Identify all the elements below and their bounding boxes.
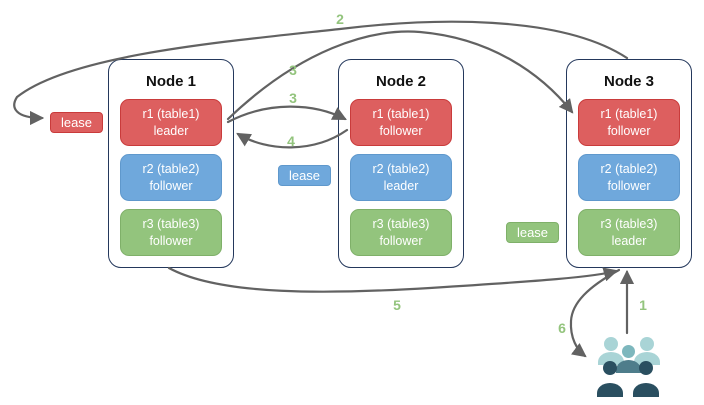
replica-label: r2 (table2) — [142, 162, 200, 177]
node-2-title: Node 2 — [375, 73, 426, 90]
replica-role: leader — [383, 178, 419, 193]
replica-role: follower — [149, 178, 193, 193]
replica-role: leader — [611, 233, 647, 248]
node-1: Node 1 r1 (table1) leader r2 (table2) fo… — [108, 59, 234, 268]
replica-role: leader — [153, 123, 189, 138]
node-3-title: Node 3 — [603, 73, 654, 90]
step-label-4: 4 — [287, 133, 295, 149]
lease-badge-red: lease — [50, 112, 103, 133]
replica-label: r2 (table2) — [372, 162, 430, 177]
node-3-replica-r2: r2 (table2) follower — [578, 154, 680, 201]
step-label-6: 6 — [558, 320, 566, 336]
node-3-replica-r3: r3 (table3) leader — [578, 209, 680, 256]
node-1-title: Node 1 — [145, 73, 196, 90]
users-group-icon — [597, 337, 660, 397]
node-2-replica-r3: r3 (table3) follower — [350, 209, 452, 256]
node-3-replica-r1: r1 (table1) follower — [578, 99, 680, 146]
lease-badge-blue: lease — [278, 165, 331, 186]
node-1-replica-r2: r2 (table2) follower — [120, 154, 222, 201]
replica-label: r1 (table1) — [600, 107, 658, 122]
replica-label: r3 (table3) — [600, 217, 658, 232]
replica-role: follower — [607, 123, 651, 138]
replica-role: follower — [607, 178, 651, 193]
step-label-3a: 3 — [289, 62, 297, 78]
step-label-5: 5 — [393, 297, 401, 313]
node-1-replica-r3: r3 (table3) follower — [120, 209, 222, 256]
replica-label: r2 (table2) — [600, 162, 658, 177]
node-2: Node 2 r1 (table1) follower r2 (table2) … — [338, 59, 464, 268]
lease-badge-green: lease — [506, 222, 559, 243]
replica-role: follower — [379, 233, 423, 248]
replica-role: follower — [379, 123, 423, 138]
replica-label: r1 (table1) — [142, 107, 200, 122]
node-3: Node 3 r1 (table1) follower r2 (table2) … — [566, 59, 692, 268]
arrow-step-2-node3-to-lease — [13, 20, 629, 126]
arrow-step-3-node1-to-node2 — [226, 105, 347, 124]
node-2-replica-r2: r2 (table2) leader — [350, 154, 452, 201]
step-label-3b: 3 — [289, 90, 297, 106]
step-label-2: 2 — [336, 11, 344, 27]
node-1-replica-r1: r1 (table1) leader — [120, 99, 222, 146]
replica-label: r3 (table3) — [142, 217, 200, 232]
replica-label: r1 (table1) — [372, 107, 430, 122]
replica-label: r3 (table3) — [372, 217, 430, 232]
node-2-replica-r1: r1 (table1) follower — [350, 99, 452, 146]
replica-role: follower — [149, 233, 193, 248]
step-label-1: 1 — [639, 297, 647, 313]
arrow-step-5-node1-to-node3 — [167, 266, 619, 293]
